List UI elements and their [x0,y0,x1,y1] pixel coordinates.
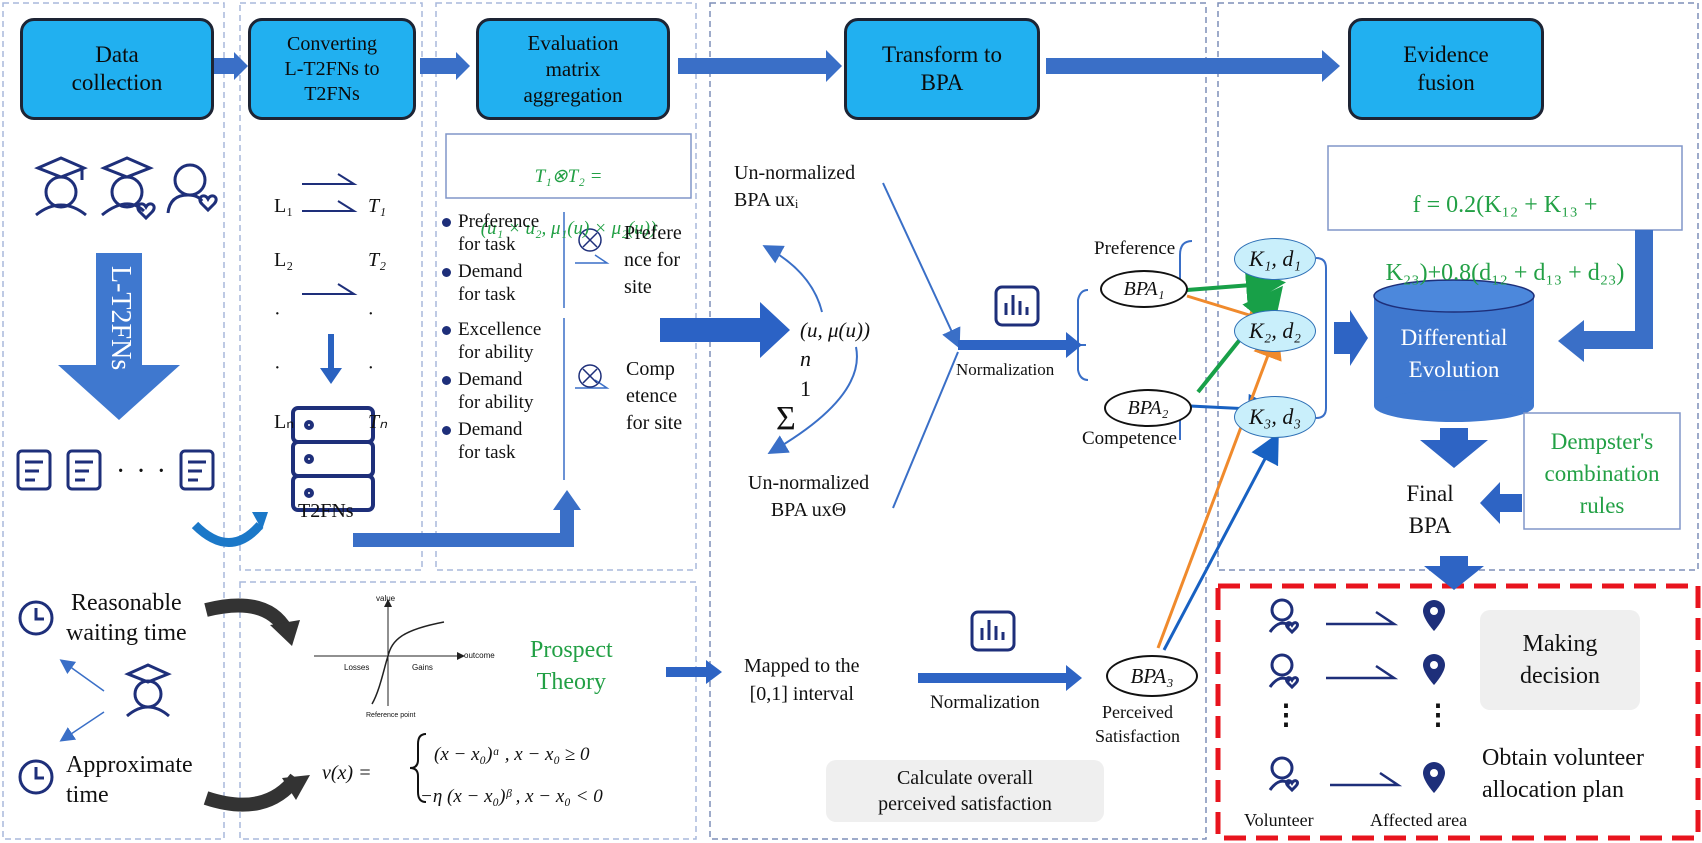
lt2fn-arrow [58,253,180,420]
graph-outcome-label: outcome [464,651,495,660]
bpa2-node: BPA₂ [1104,389,1192,427]
list-item: Demand for ability [440,368,541,414]
stage-transform: Transform to BPA [844,18,1040,120]
graph-reference-label: Reference point [366,712,416,719]
bpa1-node: BPA₁ [1100,270,1188,308]
stage-arrows [214,50,1340,82]
ellipsis: · · · [116,456,168,487]
preference-for-site: Prefere nce for site [624,222,682,298]
time-icons [18,600,172,795]
panel-transform [709,2,1207,840]
stage-arrow-1 [214,52,248,80]
k2-node: K₂, d₂ [1234,310,1316,352]
dempster-rules: Dempster's combination rules [1544,429,1660,518]
location-pin-icons [1423,600,1445,793]
list-item: Demand for task [440,418,541,464]
l-to-t-arrows [302,173,358,295]
making-decision-box: Making decision [1480,610,1640,710]
panel-prospect [239,581,697,840]
mapped-interval: Mapped to the [0,1] interval [744,655,860,705]
dots-right: ⋮ [1424,700,1452,731]
center-pair: (u, μ(u)) [800,318,871,342]
expert-icons [34,156,218,221]
competence-label: Competence [1082,428,1177,449]
panel-convert [239,2,423,571]
prospect-theory-title: Prospect Theory [530,637,613,695]
bpa3-node: BPA₃ [1106,655,1198,697]
l-labels: L₁ L₂ · · Lₙ [274,195,295,433]
graph-value-label: value [376,594,396,603]
approximate-time-label: Approximate time [66,752,193,808]
fusion-formula: f = 0.2(K₁₂ + K₁₃ + K₂₃)+0.8(d₁₂ + d₁₃ +… [1385,192,1625,286]
affected-area-label: Affected area [1370,810,1468,830]
graph-gains-label: Gains [412,663,433,672]
vx-case1: (x − x₀)ᵅ , x − x₀ ≥ 0 [434,744,590,765]
k3-node: K₃, d₃ [1234,396,1316,438]
return-arrow [191,521,264,547]
prospect-value-graph [314,599,465,706]
stage-convert: Converting L-T2FNs to T2FNs [248,18,416,120]
k1-node: K₁, d₁ [1234,238,1316,280]
stage-aggregation: Evaluation matrix aggregation [476,18,670,120]
stage-fusion: Evidence fusion [1348,18,1544,120]
vx-case2: −η (x − x₀)ᵝ , x − x₀ < 0 [420,786,603,807]
waiting-time-label: Reasonable waiting time [66,590,187,646]
competence-for-site: Comp etence for site [626,358,683,434]
obtain-plan: Obtain volunteer allocation plan [1482,745,1644,803]
group2-list: Excellence for ability Demand for abilit… [440,318,541,468]
list-item: Preference for task [440,210,539,256]
differential-evolution-cylinder [1373,279,1535,422]
preference-label: Preference [1094,238,1176,259]
normalization-label: Normalization [956,360,1055,379]
agg-formula-box [445,133,692,199]
t2fns-label: T2FNs [298,500,354,522]
final-bpa: Final BPA [1406,481,1454,538]
vx-brace [409,733,427,803]
vx-label: v(x) = [322,762,372,784]
bar-chart-icons [970,285,1040,652]
lt2fn-arrow-label: L-T2FNs [105,266,136,371]
agg-formula: T₁⊗T₂ = (u₁ × u₂, μ₁(u) × μ₂(u)) [480,166,657,239]
database-icon [291,406,375,512]
list-item: Demand for task [440,260,539,306]
volunteer-label: Volunteer [1244,810,1314,830]
unnormalized-bottom: Un-normalized BPA uxΘ [748,472,870,521]
curve-arrow-2 [203,773,302,812]
perceived-satisfaction: Perceived Satisfaction [1095,702,1180,746]
panel-data-collection [2,2,225,840]
unnormalized-top: Un-normalized BPA uxᵢ [734,162,856,211]
normalization-label-2: Normalization [930,692,1040,713]
document-icons [16,449,215,491]
stage-data-collection: Data collection [20,18,214,120]
decision-volunteer-icons [1268,598,1299,793]
dots-left: ⋮ [1272,700,1300,731]
group1-list: Preference for task Demand for task [440,210,539,310]
panel-aggregation [435,2,697,571]
de-label: Differential Evolution [1400,325,1508,382]
t-labels: T₁ T₂ · · Tₙ [368,195,388,433]
list-item: Excellence for ability [440,318,541,364]
graph-losses-label: Losses [344,663,370,672]
calc-overall-box: Calculate overall perceived satisfaction [826,760,1104,822]
